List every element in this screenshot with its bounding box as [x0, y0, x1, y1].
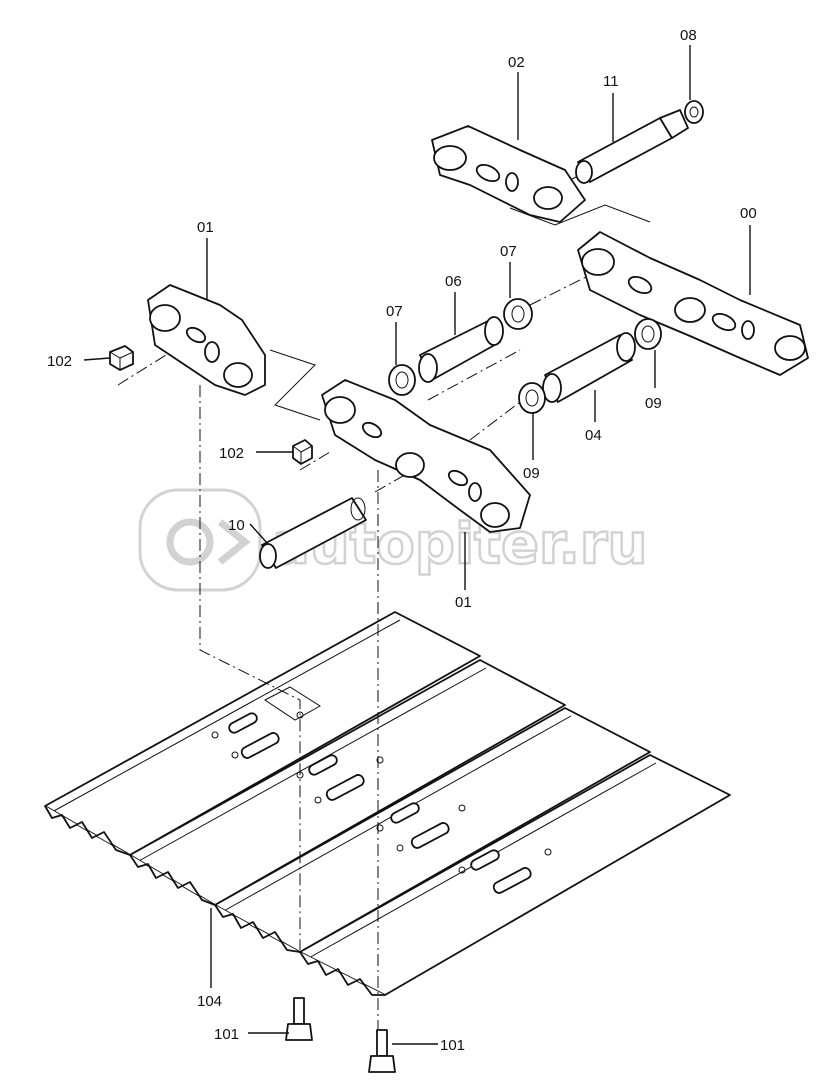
bushing-04: [542, 332, 636, 403]
track-link-01-lower: [321, 379, 531, 533]
label-11: 11: [603, 73, 619, 90]
label-09-left: 09: [523, 465, 540, 482]
part-labels: 02 11 08 00 01 06 07 07 102 09 04 102 09…: [47, 27, 757, 1054]
watermark: autopiter.ru: [138, 488, 649, 592]
label-02: 02: [508, 54, 525, 71]
master-pin-11: [575, 109, 689, 184]
seal-07-left: [388, 364, 416, 396]
watermark-logo-a-icon: [166, 518, 214, 566]
track-shoe-1: [44, 611, 481, 856]
label-04: 04: [585, 427, 602, 444]
label-07-left: 07: [386, 303, 403, 320]
shoe-bolt-right: [368, 1029, 396, 1073]
label-102-upper: 102: [47, 353, 72, 370]
label-07-right: 07: [500, 243, 517, 260]
bushing-06: [418, 316, 504, 383]
track-pin-10: [259, 497, 367, 569]
label-00: 00: [740, 205, 757, 222]
watermark-logo-arrow-icon: [217, 519, 251, 565]
seal-07-right: [503, 298, 533, 330]
track-link-00: [577, 231, 809, 376]
label-101-right: 101: [440, 1037, 465, 1054]
label-01-lower: 01: [455, 594, 472, 611]
track-link-01-upper: [147, 284, 266, 396]
label-104: 104: [197, 993, 222, 1010]
shoe-slots: [211, 711, 552, 894]
label-08: 08: [680, 27, 697, 44]
label-10: 10: [228, 517, 245, 534]
leader-lines: [83, 45, 751, 1045]
seal-09-left: [518, 382, 546, 414]
label-102-middle: 102: [219, 445, 244, 462]
shoe-nut-upper: [109, 345, 134, 371]
track-link-02: [431, 125, 586, 223]
shoe-nut-middle: [292, 439, 313, 465]
label-09-right: 09: [645, 395, 662, 412]
label-06: 06: [445, 273, 462, 290]
lock-ring-08: [684, 100, 704, 124]
seal-09-right: [634, 318, 662, 350]
label-101-left: 101: [214, 1026, 239, 1043]
label-01-upper: 01: [197, 219, 214, 236]
shoe-bolt-left: [285, 997, 313, 1041]
track-shoe-assembly: [44, 611, 731, 996]
